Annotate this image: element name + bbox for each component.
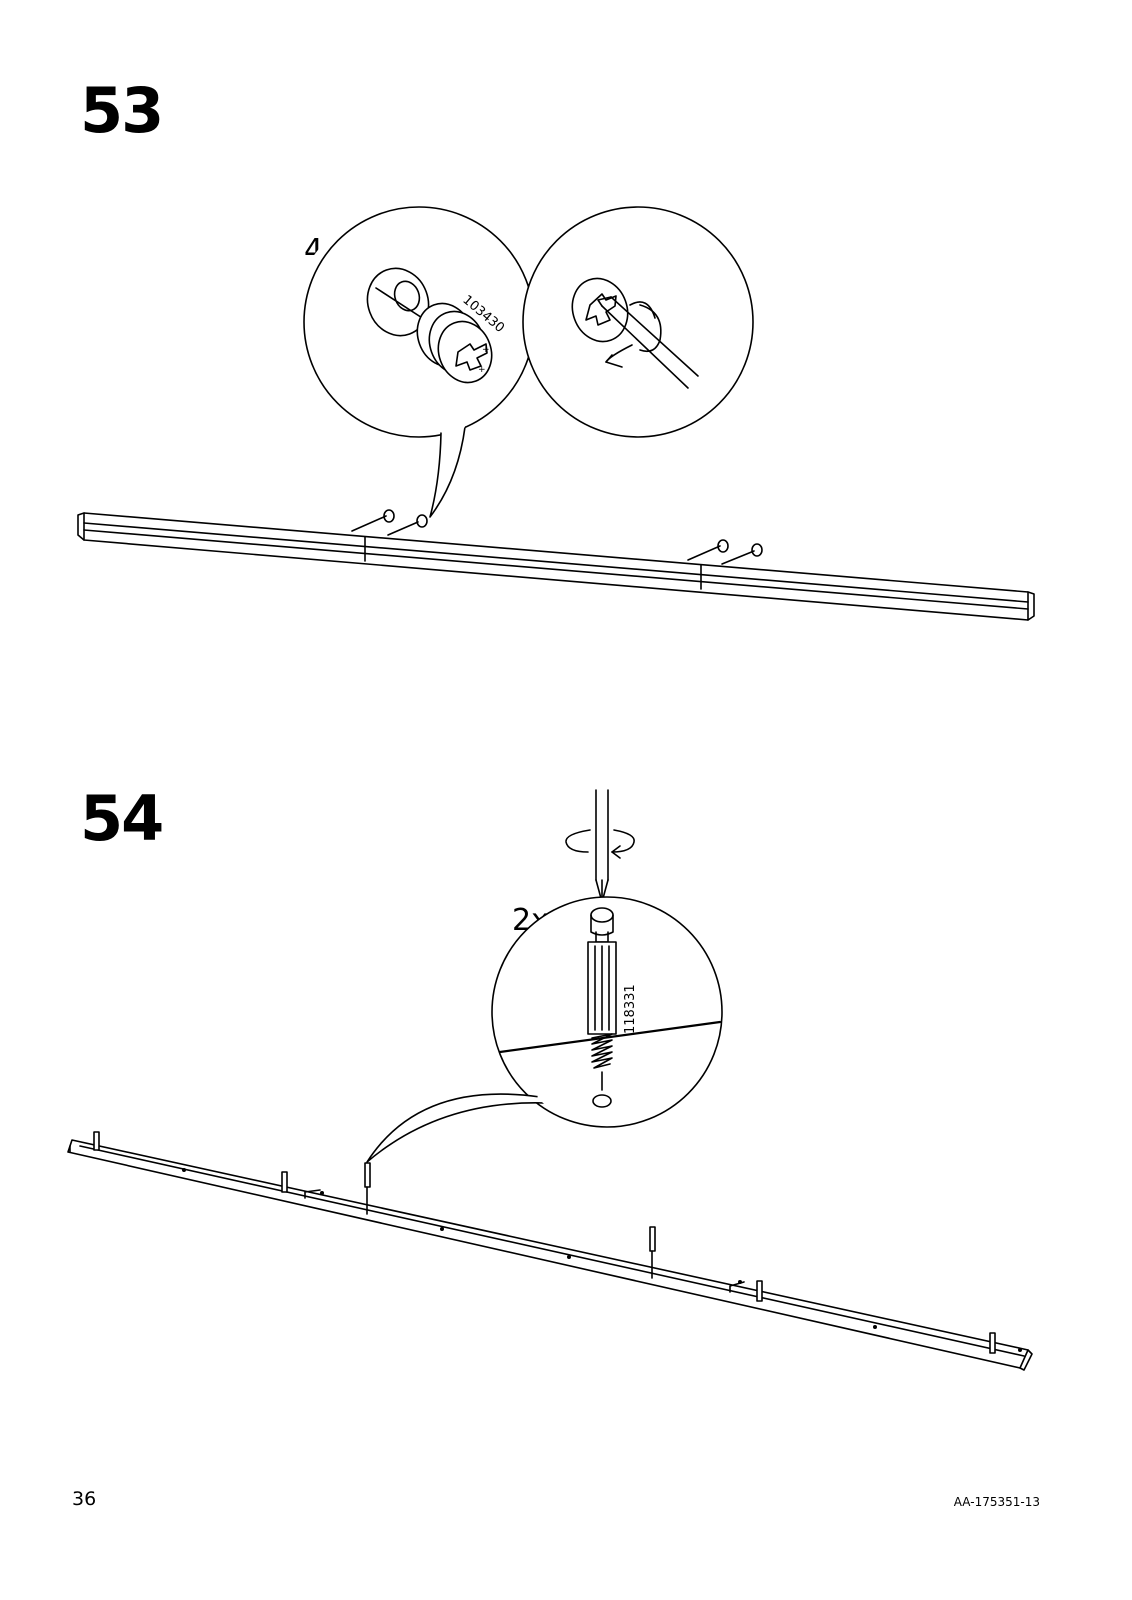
rotate-arrow-icon [566, 830, 634, 858]
svg-text:+: + [482, 345, 490, 355]
screwdriver-icon [596, 790, 608, 902]
detail-callout-cam-lock [293, 207, 534, 517]
rail-beam-icon [78, 510, 1034, 620]
document-code: AA-175351-13 [954, 1495, 1040, 1509]
detail-callout-dowel [367, 897, 722, 1162]
rail-beam-icon [68, 1132, 1032, 1370]
svg-text:+: + [478, 365, 486, 375]
page-number: 36 [72, 1488, 96, 1510]
part-number-118331: 118331 [623, 984, 638, 1034]
